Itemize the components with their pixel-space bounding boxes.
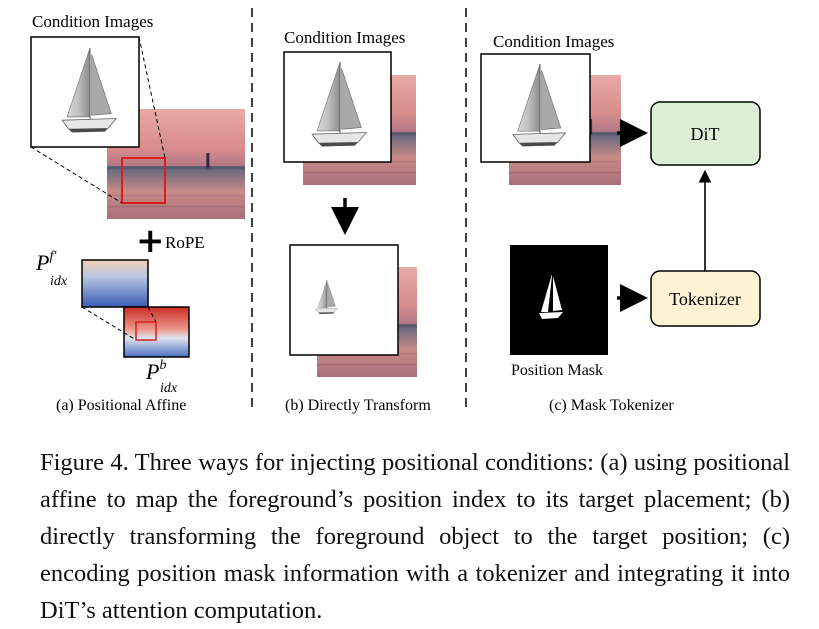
panel-b: Condition Images (b) Directly Transform: [283, 28, 431, 414]
p-map-line-1: [81, 306, 137, 341]
panel-c-condition-label: Condition Images: [493, 32, 614, 51]
panel-b-condition-label: Condition Images: [284, 28, 405, 47]
dit-label: DiT: [691, 124, 720, 144]
p-front-map: [81, 259, 149, 308]
panel-b-transformed-image: [289, 244, 399, 356]
panel-a-zoom-line-2: [30, 146, 123, 204]
panel-c: Condition Images DiT Tokenizer Position …: [480, 32, 761, 414]
p-front-subscript: idx: [50, 274, 68, 289]
figure-diagram: Condition Images + RoPE Pf′ idx Pb idx (…: [30, 8, 761, 414]
p-back-crop-box: [135, 321, 157, 341]
p-back-subscript: idx: [160, 381, 178, 396]
p-front-label: Pf′: [35, 249, 57, 275]
p-map-line-2: [147, 306, 157, 323]
panel-a: Condition Images + RoPE Pf′ idx Pb idx (…: [30, 12, 245, 414]
panel-a-sub-caption: (a) Positional Affine: [56, 397, 186, 414]
panel-a-condition-label: Condition Images: [32, 12, 153, 31]
panel-a-crop-box: [121, 157, 166, 204]
p-back-label: Pb: [145, 358, 166, 384]
panel-c-sub-caption: (c) Mask Tokenizer: [549, 397, 674, 414]
rope-label: RoPE: [165, 233, 205, 252]
position-mask-label: Position Mask: [511, 362, 603, 379]
figure-caption: Figure 4. Three ways for injecting posit…: [40, 449, 790, 624]
dit-box: [650, 101, 761, 166]
plus-icon: +: [136, 221, 165, 261]
panel-b-sub-caption: (b) Directly Transform: [285, 397, 431, 414]
tokenizer-label: Tokenizer: [669, 289, 741, 309]
mask-boat-silhouette-icon: [539, 274, 563, 319]
